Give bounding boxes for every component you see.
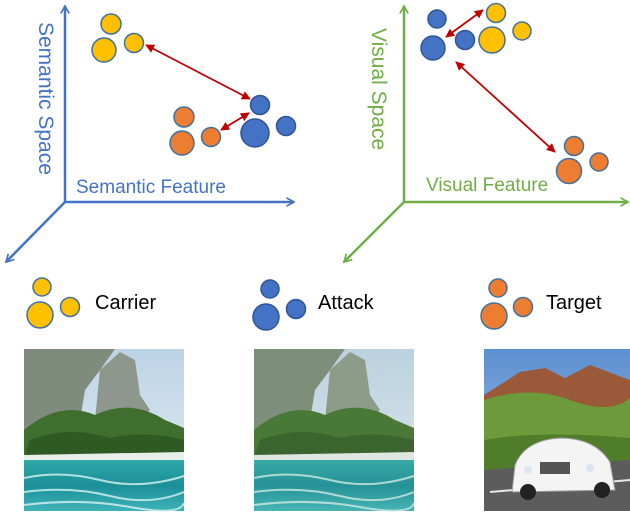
legend-target-label: Target <box>546 292 602 314</box>
carrier-point <box>26 301 54 329</box>
attack-point <box>249 94 271 116</box>
carrier-point <box>100 13 122 35</box>
target-point <box>200 126 222 148</box>
legend-carrier-label: Carrier <box>95 292 156 314</box>
attack-point <box>275 115 297 137</box>
target-point <box>169 130 195 156</box>
semantic-attack-cluster <box>240 94 297 148</box>
target-point <box>589 152 609 172</box>
legend-attack: Attack <box>252 279 375 331</box>
attack-point <box>252 303 280 331</box>
attack-point <box>285 298 307 320</box>
semantic-carrier-cluster <box>91 13 145 63</box>
legend-carrier: Carrier <box>26 277 156 329</box>
semantic-feature-label: Semantic Feature <box>76 177 226 198</box>
target-point <box>563 135 585 157</box>
carrier-attack-distance-arrow <box>145 44 251 100</box>
attack-target-distance-arrow <box>455 61 556 153</box>
attack-carrier-distance-arrow <box>445 9 484 38</box>
carrier-point <box>91 37 117 63</box>
attack-point <box>454 29 476 51</box>
carrier-point <box>478 26 506 54</box>
target-image <box>484 349 630 511</box>
legend-target: Target <box>480 278 602 330</box>
attack-point <box>427 9 447 29</box>
semantic-space-panel: Semantic Space Semantic Feature <box>6 6 297 262</box>
target-point <box>488 278 508 298</box>
carrier-point <box>59 296 81 318</box>
visual-space-label: Visual Space <box>367 28 390 150</box>
carrier-point <box>485 2 507 24</box>
target-point <box>555 157 583 185</box>
semantic-target-cluster <box>169 106 222 156</box>
carrier-point <box>32 277 52 297</box>
visual-feature-label: Visual Feature <box>426 175 548 196</box>
carrier-point <box>123 32 145 54</box>
attack-point <box>420 35 446 61</box>
visual-carrier-cluster <box>478 2 532 54</box>
carrier-point <box>512 21 532 41</box>
target-point <box>480 302 508 330</box>
target-point <box>173 106 195 128</box>
visual-z-axis <box>344 201 405 262</box>
attack-point <box>260 279 280 299</box>
target-attack-distance-arrow <box>220 112 250 131</box>
attack-image <box>253 349 415 512</box>
visual-target-cluster <box>555 135 609 185</box>
semantic-space-label: Semantic Space <box>34 22 57 175</box>
carrier-image <box>23 349 185 512</box>
target-point <box>512 296 534 318</box>
semantic-z-axis <box>6 201 66 262</box>
attack-point <box>240 118 270 148</box>
legend-attack-label: Attack <box>318 292 375 314</box>
visual-space-panel: Visual Space Visual Feature <box>344 2 628 263</box>
